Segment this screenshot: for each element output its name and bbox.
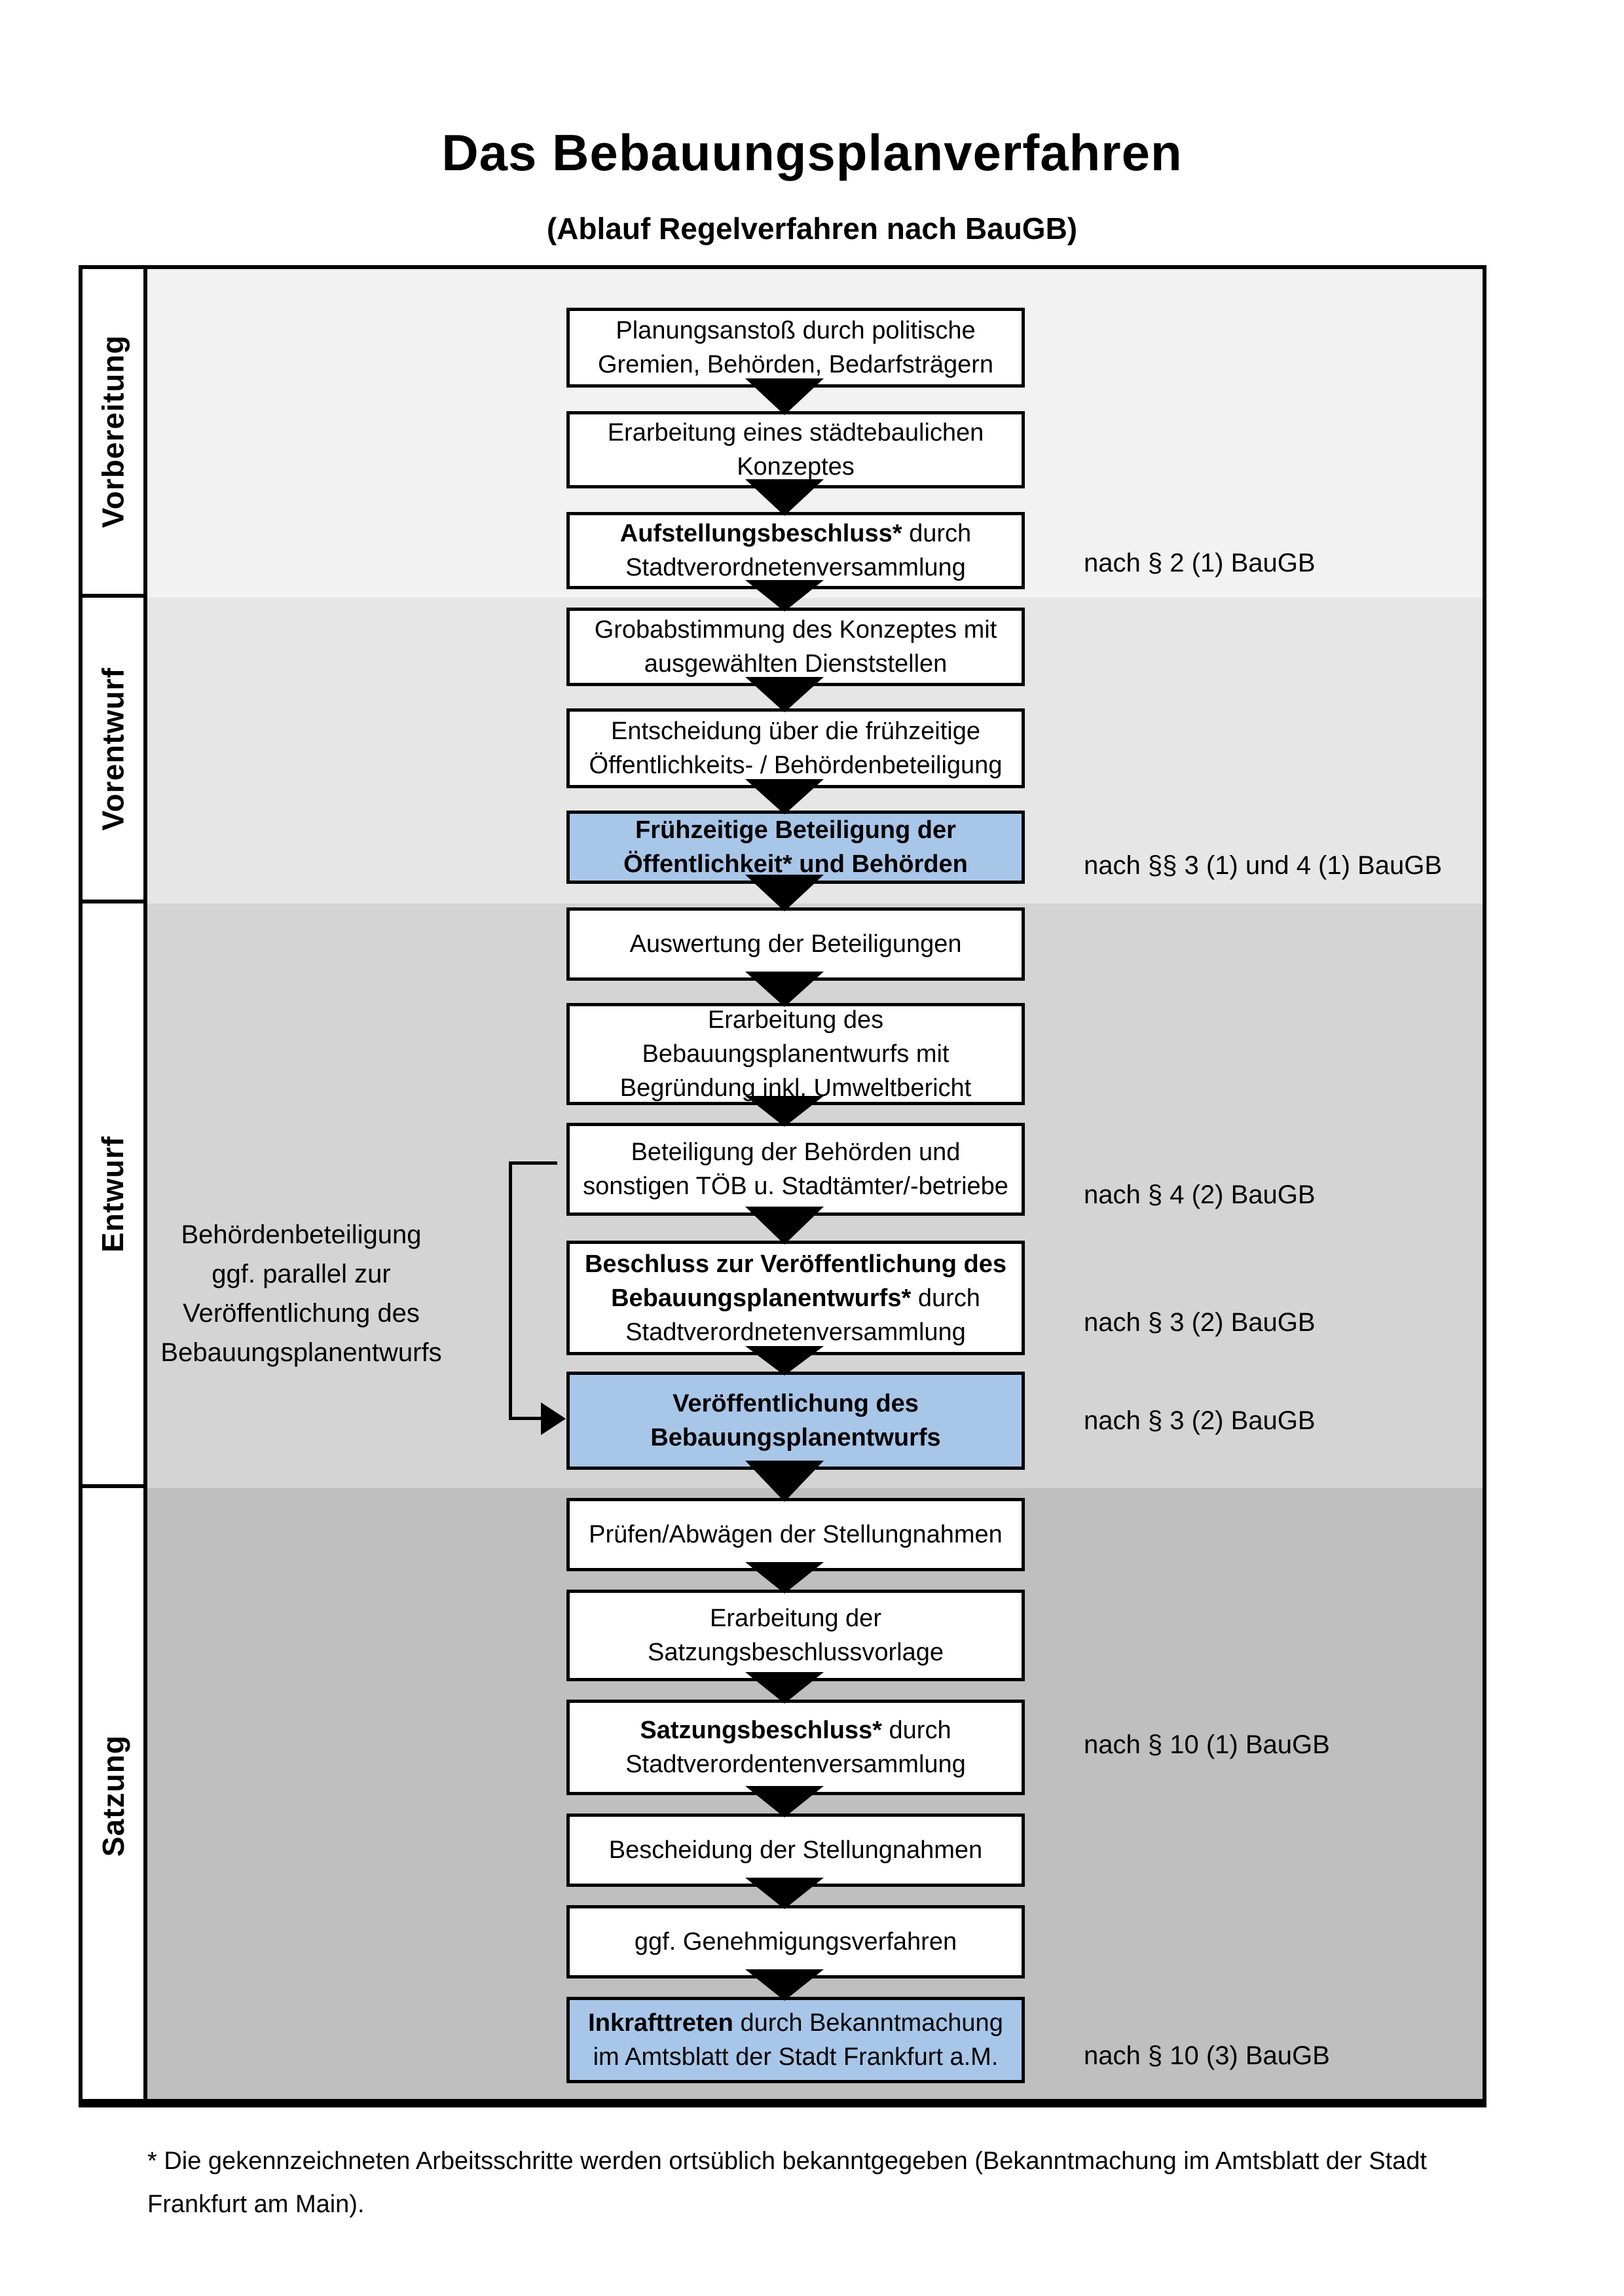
parallel-annotation: Behördenbeteiligung ggf. parallel zur Ve… xyxy=(157,1215,445,1372)
flow-box-line: Aufstellungsbeschluss* durch xyxy=(619,520,972,547)
legal-reference: nach §§ 3 (1) und 4 (1) BauGB xyxy=(1084,851,1442,880)
flow-box-line: Veröffentlichung des xyxy=(673,1390,919,1417)
phase-label-vorentwurf: Vorentwurf xyxy=(96,666,130,831)
flow-box-line: im Amtsblatt der Stadt Frankfurt a.M. xyxy=(593,2043,999,2071)
legal-reference: nach § 3 (2) BauGB xyxy=(1084,1308,1316,1337)
legal-reference: nach § 10 (1) BauGB xyxy=(1084,1730,1330,1759)
flow-box-line: Prüfen/Abwägen der Stellungnahmen xyxy=(589,1521,1003,1548)
flow-box-step-4: Grobabstimmung des Konzeptes mit ausgewäh… xyxy=(566,608,1025,686)
flow-box-line: Bebauungsplanentwurfs* durch xyxy=(611,1284,980,1312)
flow-box-line: Bebauungsplanentwurfs mit xyxy=(642,1040,950,1068)
flow-box-line: Bescheidung der Stellungnahmen xyxy=(608,1836,983,1864)
flow-box-line: Planungsanstoß durch politische xyxy=(616,317,976,344)
flow-box-step-16: ggf. Genehmigungsverfahren xyxy=(566,1905,1025,1978)
page-title: Das Bebauungsplanverfahren xyxy=(441,124,1183,181)
flow-box-step-7: Auswertung der Beteiligungen xyxy=(566,907,1025,981)
flow-box-line: Erarbeitung eines städtebaulichen xyxy=(607,419,984,446)
flow-box-step-12: Prüfen/Abwägen der Stellungnahmen xyxy=(566,1498,1025,1571)
legal-reference: nach § 3 (2) BauGB xyxy=(1084,1406,1316,1435)
flow-box-step-9: Beteiligung der Behörden und sonstigen TÖ… xyxy=(566,1123,1025,1216)
legal-reference: nach § 4 (2) BauGB xyxy=(1084,1180,1316,1209)
flow-box-line: Gremien, Behörden, Bedarfsträgern xyxy=(597,351,994,378)
flow-box-line: Beteiligung der Behörden und xyxy=(631,1139,961,1166)
parallel-annotation-line: ggf. parallel zur xyxy=(212,1260,391,1288)
footnote-line: Frankfurt am Main). xyxy=(147,2191,365,2218)
parallel-annotation-line: Bebauungsplanentwurfs xyxy=(160,1338,442,1367)
bracket-line-top xyxy=(509,1161,557,1165)
legal-reference: nach § 10 (3) BauGB xyxy=(1084,2041,1330,2070)
flow-box-step-17: Inkrafttreten durch Bekanntmachung im Amt… xyxy=(566,1997,1025,2083)
flow-box-line: Stadtverordentenversammlung xyxy=(625,1751,966,1778)
flow-box-line: ausgewählten Dienststellen xyxy=(644,650,948,678)
flow-box-line: Satzungsbeschluss* durch xyxy=(640,1717,951,1744)
bracket-line-vertical xyxy=(509,1161,512,1420)
flow-box-line: Konzeptes xyxy=(737,453,855,481)
flow-box-line: Auswertung der Beteiligungen xyxy=(629,930,962,958)
flow-box-line: Erarbeitung der xyxy=(710,1605,881,1632)
phase-label-cell: Entwurf xyxy=(83,903,147,1488)
flow-box-line: Bebauungsplanentwurfs xyxy=(650,1424,941,1451)
page-subtitle: (Ablauf Regelverfahren nach BauGB) xyxy=(546,211,1078,246)
flow-box-line: Beschluss zur Veröffentlichung des xyxy=(584,1250,1007,1278)
flow-box-line: Satzungsbeschlussvorlage xyxy=(647,1639,944,1666)
flow-box-line: Stadtverordnetenversammlung xyxy=(625,554,966,581)
parallel-annotation-line: Behördenbeteiligung xyxy=(181,1220,422,1249)
flow-box-line: Grobabstimmung des Konzeptes mit xyxy=(594,616,997,644)
flow-box-line: Entscheidung über die frühzeitige xyxy=(610,718,981,745)
flow-box-line: sonstigen TÖB u. Stadtämter/-betriebe xyxy=(583,1173,1008,1200)
footnote: * Die gekennzeichneten Arbeitsschritte w… xyxy=(147,2140,1483,2226)
legal-reference: nach § 2 (1) BauGB xyxy=(1084,549,1316,577)
flow-box-line: Inkrafttreten durch Bekanntmachung xyxy=(588,2009,1003,2037)
flow-box-line: Stadtverordnetenversammlung xyxy=(625,1318,966,1346)
footnote-line: * Die gekennzeichneten Arbeitsschritte w… xyxy=(147,2147,1427,2175)
flow-box-line: Öffentlichkeit* und Behörden xyxy=(623,850,968,878)
phase-label-cell: Vorentwurf xyxy=(83,598,147,903)
phase-label-vorbereitung: Vorbereitung xyxy=(96,335,130,528)
flow-box-line: Erarbeitung des xyxy=(707,1006,884,1034)
phase-label-cell: Vorbereitung xyxy=(83,269,147,598)
bracket-line-bottom xyxy=(511,1417,544,1420)
parallel-annotation-line: Veröffentlichung des xyxy=(183,1299,420,1328)
phase-label-entwurf: Entwurf xyxy=(96,1135,130,1252)
phase-label-satzung: Satzung xyxy=(96,1735,130,1857)
phase-label-cell: Satzung xyxy=(83,1488,147,2104)
flow-box-line: Öffentlichkeits- / Behördenbeteiligung xyxy=(589,752,1003,779)
flow-box-line: Frühzeitige Beteiligung der xyxy=(635,816,956,844)
flow-box-line: ggf. Genehmigungsverfahren xyxy=(634,1928,957,1956)
flow-box-step-15: Bescheidung der Stellungnahmen xyxy=(566,1813,1025,1887)
